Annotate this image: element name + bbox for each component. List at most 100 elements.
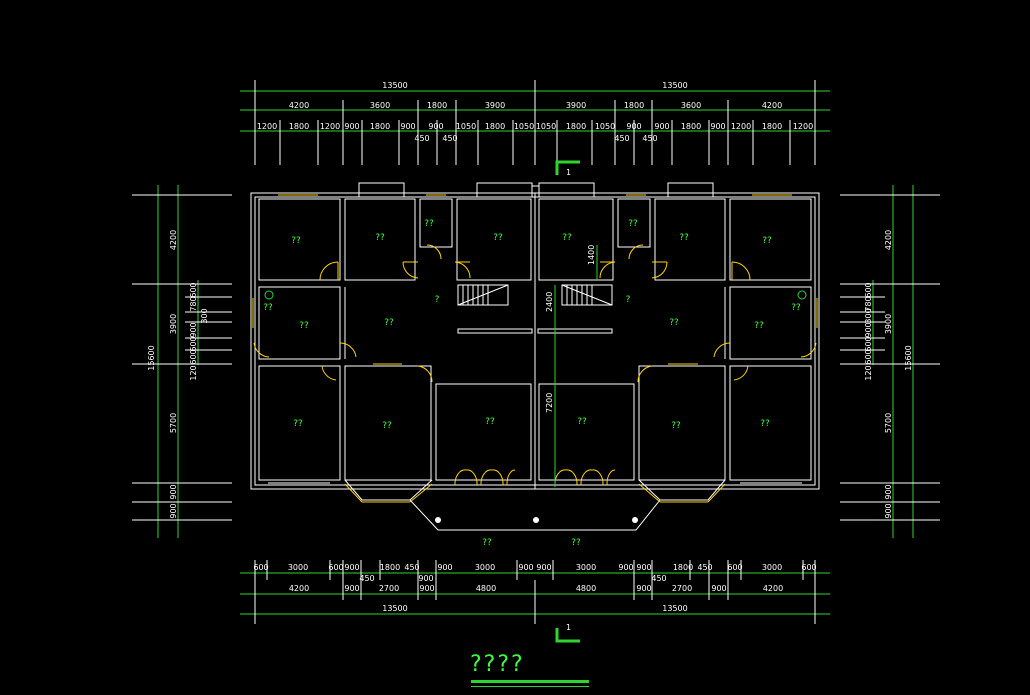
room-label: ?? [571, 538, 581, 548]
svg-text:3000: 3000 [762, 563, 782, 572]
svg-text:2400: 2400 [545, 292, 554, 312]
svg-text:1800: 1800 [624, 101, 644, 110]
svg-text:450: 450 [359, 574, 374, 583]
svg-text:3900: 3900 [884, 314, 893, 334]
room-label: ?? [760, 419, 770, 429]
right-dimension-text: 4200 3900 5700 900 900 15600 600 780 300… [864, 230, 913, 519]
room-label: ?? [562, 233, 572, 243]
svg-text:600: 600 [864, 349, 873, 364]
room-label: ?? [375, 233, 385, 243]
svg-text:3000: 3000 [576, 563, 596, 572]
section-mark-bottom: 1 [555, 623, 580, 643]
stair-dimensions: 1400 2400 7200 [545, 245, 598, 487]
svg-text:600: 600 [864, 336, 873, 351]
dim-top-overall-right: 13500 [662, 81, 687, 90]
svg-text:1800: 1800 [380, 563, 400, 572]
svg-text:15600: 15600 [147, 345, 156, 370]
svg-text:600: 600 [189, 336, 198, 351]
svg-text:1: 1 [566, 168, 571, 177]
svg-text:4800: 4800 [476, 584, 496, 593]
svg-text:450: 450 [442, 134, 457, 143]
svg-text:1800: 1800 [673, 563, 693, 572]
svg-text:2700: 2700 [379, 584, 399, 593]
room-label: ?? [493, 233, 503, 243]
svg-text:4200: 4200 [289, 584, 309, 593]
room-label: ?? [577, 417, 587, 427]
svg-text:900: 900 [169, 503, 178, 518]
svg-text:1200: 1200 [320, 122, 340, 131]
svg-text:1200: 1200 [731, 122, 751, 131]
svg-text:1400: 1400 [587, 245, 596, 265]
drawing-title: ???? [470, 652, 589, 687]
svg-text:600: 600 [864, 282, 873, 297]
misc-mark: ? [435, 295, 440, 305]
stairs [457, 284, 613, 306]
svg-text:600: 600 [189, 282, 198, 297]
svg-text:450: 450 [614, 134, 629, 143]
room-label: ?? [482, 538, 492, 548]
svg-text:1200: 1200 [793, 122, 813, 131]
svg-text:900: 900 [864, 322, 873, 337]
svg-text:1: 1 [566, 623, 571, 632]
svg-text:1800: 1800 [427, 101, 447, 110]
svg-text:450: 450 [414, 134, 429, 143]
dim-top-overall-left: 13500 [382, 81, 407, 90]
svg-text:120: 120 [189, 365, 198, 380]
room-label: ?? [263, 303, 273, 313]
svg-text:900: 900 [536, 563, 551, 572]
bottom-dimension-text: 600 3000 600 900 1800 450 900 3000 900 9… [253, 563, 816, 613]
svg-text:900: 900 [884, 484, 893, 499]
room-label: ?? [679, 233, 689, 243]
svg-text:1800: 1800 [485, 122, 505, 131]
room-labels: ?? ?? ?? ?? ?? ?? ?? ?? ?? ?? ?? ?? ?? ?… [263, 219, 801, 548]
svg-text:1050: 1050 [514, 122, 534, 131]
svg-text:600: 600 [727, 563, 742, 572]
svg-text:2700: 2700 [672, 584, 692, 593]
left-dimension-lines [132, 185, 232, 538]
svg-text:900: 900 [711, 584, 726, 593]
svg-text:5700: 5700 [169, 413, 178, 433]
room-label: ?? [485, 417, 495, 427]
svg-text:450: 450 [697, 563, 712, 572]
room-label: ?? [754, 321, 764, 331]
svg-text:900: 900 [884, 503, 893, 518]
svg-text:7200: 7200 [545, 393, 554, 413]
svg-text:450: 450 [651, 574, 666, 583]
svg-text:900: 900 [169, 484, 178, 499]
svg-text:300: 300 [200, 308, 209, 323]
svg-text:120: 120 [864, 365, 873, 380]
svg-text:900: 900 [518, 563, 533, 572]
room-label: ?? [669, 318, 679, 328]
top-dimension-lines [240, 80, 830, 165]
svg-text:900: 900 [419, 584, 434, 593]
svg-text:1800: 1800 [762, 122, 782, 131]
svg-text:900: 900 [344, 584, 359, 593]
svg-text:900: 900 [437, 563, 452, 572]
svg-text:1050: 1050 [456, 122, 476, 131]
svg-text:4200: 4200 [762, 101, 782, 110]
svg-text:450: 450 [642, 134, 657, 143]
svg-text:900: 900 [636, 563, 651, 572]
svg-text:780: 780 [189, 296, 198, 311]
svg-text:3900: 3900 [485, 101, 505, 110]
svg-text:780: 780 [864, 296, 873, 311]
svg-text:1800: 1800 [566, 122, 586, 131]
svg-text:900: 900 [626, 122, 641, 131]
svg-text:1200: 1200 [257, 122, 277, 131]
room-label: ?? [291, 236, 301, 246]
room-label: ?? [791, 303, 801, 313]
svg-text:1050: 1050 [595, 122, 615, 131]
svg-text:1800: 1800 [681, 122, 701, 131]
building-walls [250, 182, 820, 531]
svg-text:300: 300 [864, 308, 873, 323]
doors [253, 244, 817, 486]
svg-text:3900: 3900 [169, 314, 178, 334]
svg-text:1800: 1800 [370, 122, 390, 131]
svg-text:900: 900 [344, 122, 359, 131]
svg-text:4200: 4200 [763, 584, 783, 593]
svg-text:600: 600 [801, 563, 816, 572]
svg-text:900: 900 [400, 122, 415, 131]
bottom-dimension-lines [240, 560, 830, 624]
svg-text:3000: 3000 [475, 563, 495, 572]
room-label: ?? [424, 219, 434, 229]
